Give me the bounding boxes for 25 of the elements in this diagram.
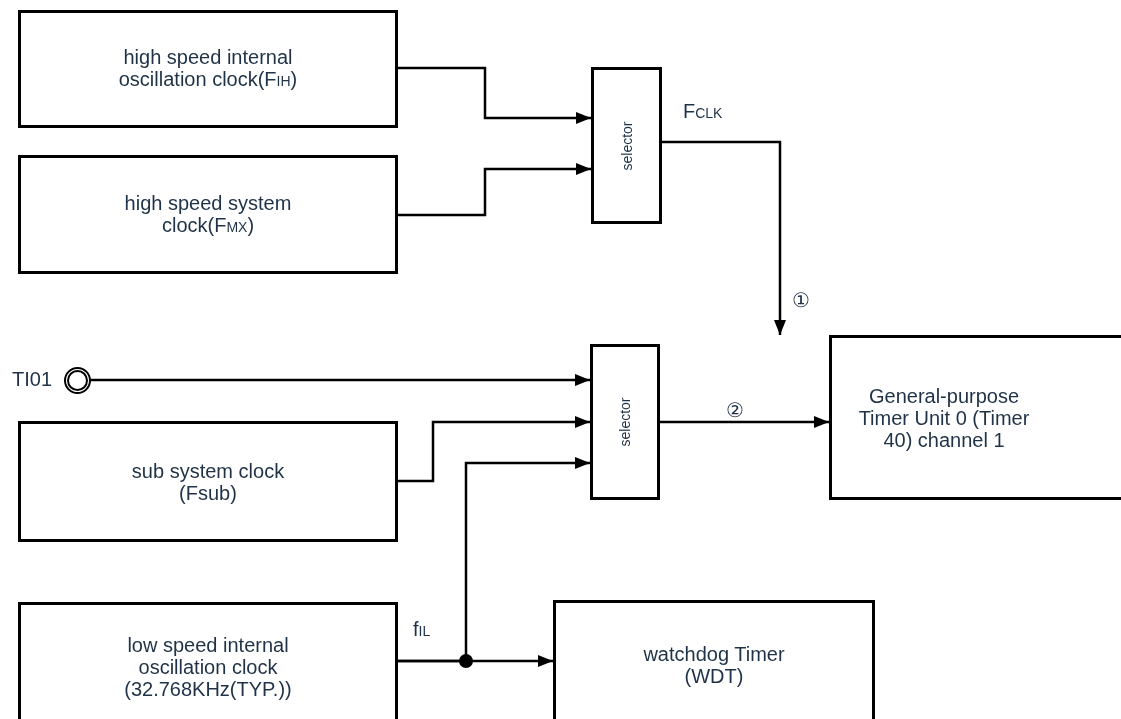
selector-box [591,67,662,224]
arrow [398,163,591,217]
pin-label: TI01 [12,368,53,391]
block-label: low speed internal oscillation clock (32.768KHz(TYP.)) [123,634,293,700]
block-label: sub system clock (Fsub) [130,459,286,504]
arrow [660,416,829,428]
arrow [91,374,590,386]
block-box [18,155,398,274]
block-box [18,421,398,542]
block-box [553,600,875,719]
block-box [18,10,398,128]
block-label: watchdog Timer (WDT) [642,643,786,687]
arrow [398,416,590,483]
arrow [398,66,591,124]
selector-label: selector [617,121,636,170]
block-label: General-purpose Timer Unit 0 (Timer 40) channel 1 [857,384,1031,451]
input-terminal-icon [64,367,91,394]
block-box [18,602,398,719]
selector-label: selector [616,397,634,447]
selector-box [590,344,660,500]
callout-number: ① [792,288,810,312]
callout-number: ② [726,398,744,422]
block-box [829,335,1121,500]
arrow [662,140,786,335]
arrow [398,655,553,667]
